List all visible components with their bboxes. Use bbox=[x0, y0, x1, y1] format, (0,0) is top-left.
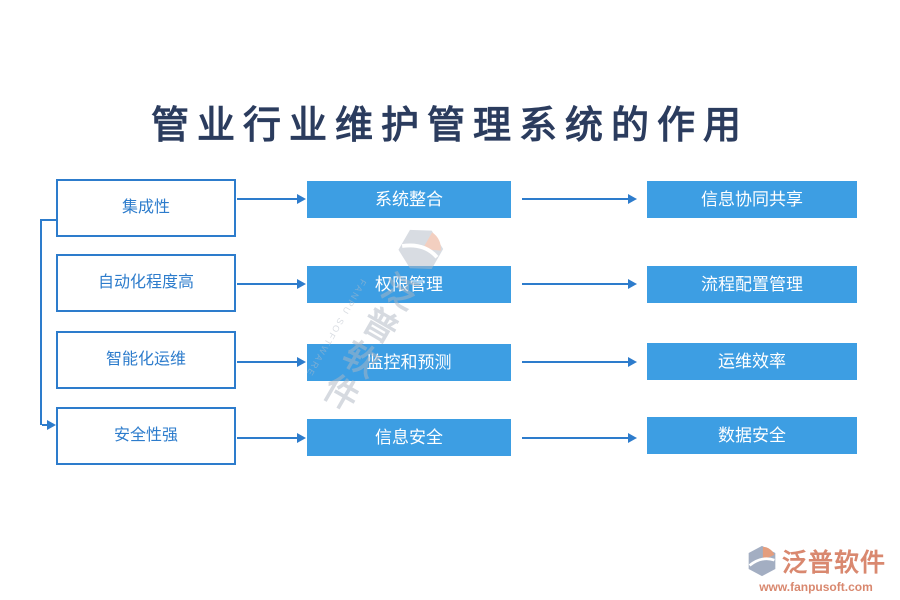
bracket-connector bbox=[40, 219, 56, 221]
arrow-head-icon bbox=[297, 194, 306, 204]
benefit-box: 信息协同共享 bbox=[647, 181, 857, 218]
feature-box: 自动化程度高 bbox=[56, 254, 236, 312]
arrow-head-icon bbox=[297, 357, 306, 367]
arrow-feature-to-function bbox=[237, 198, 298, 200]
bracket-connector bbox=[42, 424, 48, 426]
feature-box: 安全性强 bbox=[56, 407, 236, 465]
function-box: 信息安全 bbox=[307, 419, 511, 456]
function-box: 系统整合 bbox=[307, 181, 511, 218]
brand-name: 泛普软件 bbox=[781, 550, 886, 577]
page-title: 管业行业维护管理系统的作用 bbox=[150, 105, 749, 147]
arrow-head-icon bbox=[628, 279, 637, 289]
bracket-connector bbox=[40, 219, 42, 425]
arrow-head-icon bbox=[628, 194, 637, 204]
benefit-box: 运维效率 bbox=[647, 343, 857, 380]
arrow-feature-to-function bbox=[237, 361, 298, 363]
benefit-box: 流程配置管理 bbox=[647, 266, 857, 303]
fanpu-logo-icon bbox=[748, 545, 776, 577]
footer-logo: 泛普软件 www.fanpusoft.com bbox=[746, 543, 886, 594]
arrow-head-icon bbox=[628, 357, 637, 367]
feature-box: 集成性 bbox=[56, 179, 236, 237]
arrow-head-icon bbox=[628, 433, 637, 443]
arrow-feature-to-function bbox=[237, 283, 298, 285]
function-box: 权限管理 bbox=[307, 266, 511, 303]
arrow-feature-to-function bbox=[237, 437, 298, 439]
arrow-head-icon bbox=[297, 433, 306, 443]
arrow-function-to-benefit bbox=[522, 437, 629, 439]
arrow-function-to-benefit bbox=[522, 283, 629, 285]
watermark: FANPU SOFTWARE 泛普软件 bbox=[298, 212, 463, 427]
arrow-function-to-benefit bbox=[522, 361, 629, 363]
benefit-box: 数据安全 bbox=[647, 417, 857, 454]
arrow-head-icon bbox=[47, 420, 56, 430]
function-box: 监控和预测 bbox=[307, 344, 511, 381]
feature-box: 智能化运维 bbox=[56, 331, 236, 389]
arrow-function-to-benefit bbox=[522, 198, 629, 200]
arrow-head-icon bbox=[297, 279, 306, 289]
brand-url: www.fanpusoft.com bbox=[759, 580, 873, 594]
